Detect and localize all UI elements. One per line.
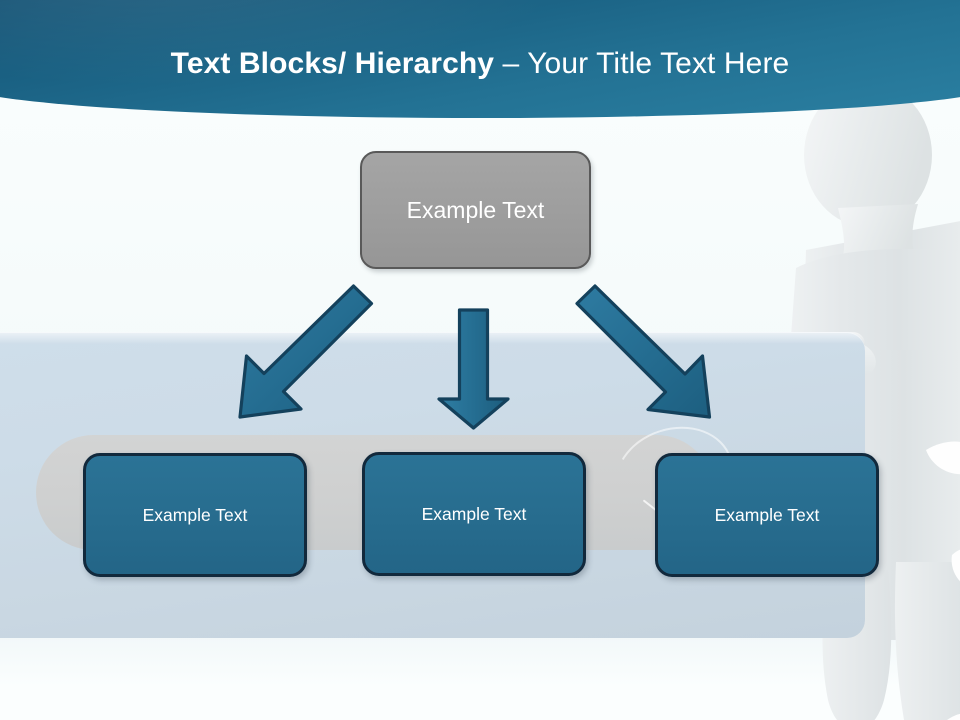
node-child-1-label: Example Text — [142, 504, 248, 525]
node-child-1[interactable]: Example Text — [83, 453, 307, 577]
slide-floor — [0, 636, 960, 720]
node-child-3-label: Example Text — [714, 504, 820, 525]
header-band: Text Blocks/ Hierarchy – Your Title Text… — [0, 0, 960, 118]
panel-sheen — [0, 332, 865, 344]
node-child-2-label: Example Text — [421, 503, 527, 524]
node-top-label: Example Text — [406, 196, 545, 223]
page-title-light: Your Title Text Here — [527, 47, 790, 80]
page-title: Text Blocks/ Hierarchy – Your Title Text… — [0, 47, 960, 81]
node-child-3[interactable]: Example Text — [655, 453, 879, 577]
node-child-2[interactable]: Example Text — [362, 452, 586, 576]
header-sheen — [0, 0, 960, 118]
page-title-bold: Text Blocks/ Hierarchy — [170, 47, 503, 80]
page-title-separator: – — [502, 47, 528, 80]
node-top[interactable]: Example Text — [360, 151, 591, 269]
